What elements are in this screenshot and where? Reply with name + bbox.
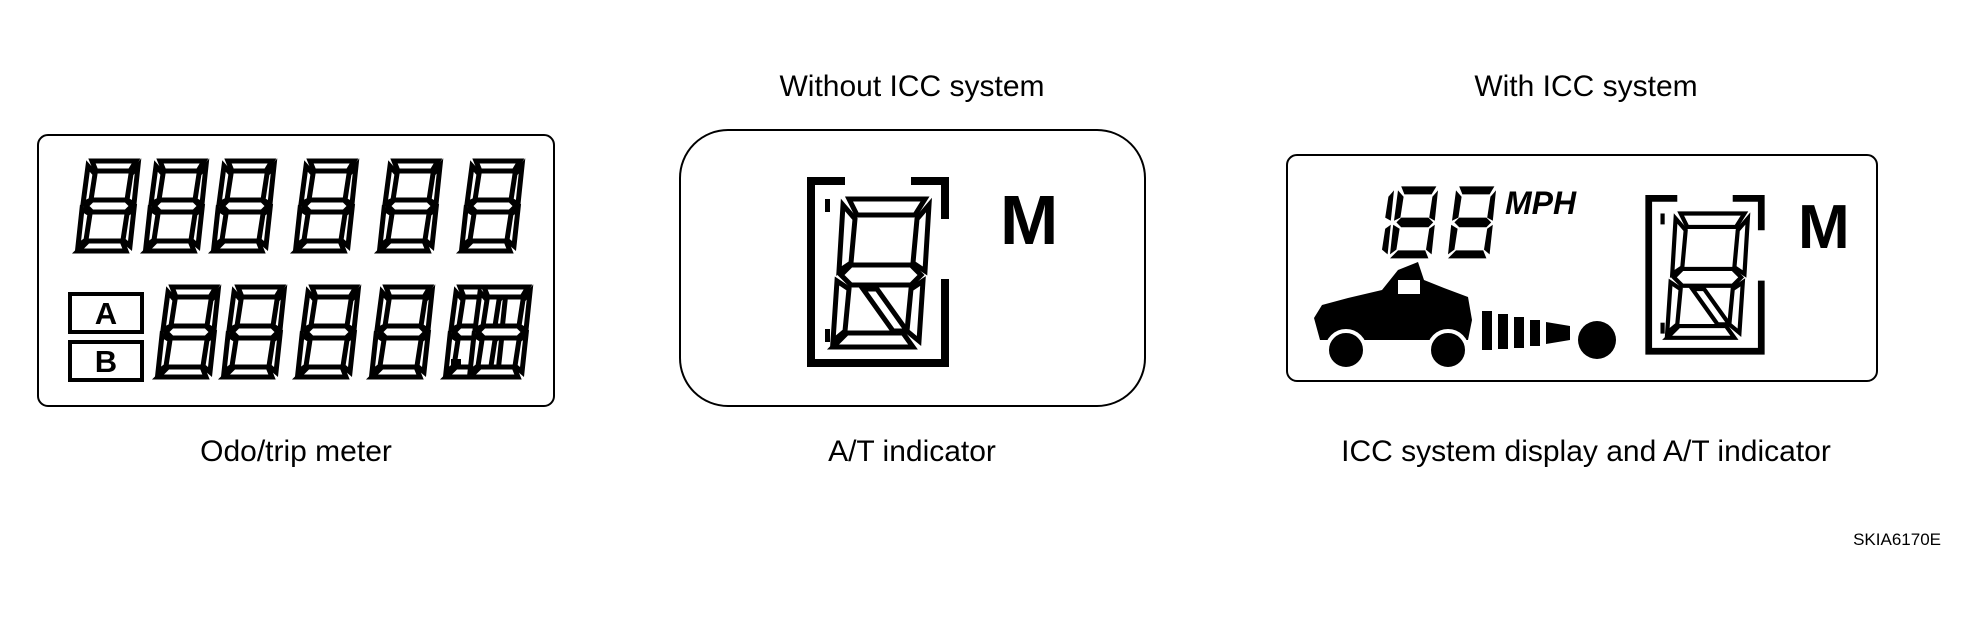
caption-odo-trip: Odo/trip meter: [200, 435, 392, 468]
header-without-icc: Without ICC system: [779, 70, 1045, 103]
trip-display: [158, 287, 530, 377]
gear-position-digit: [811, 181, 945, 363]
icc-gear-position-digit: [1649, 198, 1762, 351]
speed-digit: [1382, 190, 1394, 255]
odo-trip-meter-panel: A B: [37, 134, 555, 407]
trip-a-label: A: [95, 296, 117, 331]
trip-a-indicator: A: [68, 292, 144, 334]
trip-digit: [298, 287, 358, 377]
speed-digit: [1448, 186, 1496, 259]
following-distance-bars: [1482, 311, 1570, 350]
at-indicator-panel: M: [679, 129, 1146, 407]
caption-icc-display: ICC system display and A/T indicator: [1341, 435, 1831, 468]
icc-display-frame: [1286, 154, 1878, 382]
speed-digit: [1390, 186, 1438, 259]
trip-decimal-point: [451, 359, 461, 369]
odometer-digit: [146, 161, 206, 251]
icc-display-panel: MPH M: [1286, 154, 1878, 382]
at-indicator-frame: [679, 129, 1146, 407]
trip-b-label: B: [95, 344, 117, 379]
figure-code: SKIA6170E: [1853, 530, 1941, 549]
trip-digit: [158, 287, 218, 377]
icc-manual-mode-letter: M: [1798, 193, 1850, 262]
trip-digit: [372, 287, 432, 377]
trip-digit: [224, 287, 284, 377]
trip-b-indicator: B: [68, 340, 144, 382]
speed-unit: MPH: [1505, 185, 1577, 221]
odometer-display: [78, 161, 522, 251]
odometer-digit: [214, 161, 274, 251]
car-icon: [1314, 262, 1472, 371]
preceding-vehicle-marker: [1578, 321, 1616, 359]
odometer-digit: [296, 161, 356, 251]
odometer-digit: [380, 161, 440, 251]
caption-at-indicator: A/T indicator: [828, 435, 996, 468]
header-with-icc: With ICC system: [1474, 70, 1698, 103]
odo-trip-meter-frame: [37, 134, 555, 407]
odometer-digit: [78, 161, 138, 251]
manual-mode-letter: M: [1000, 181, 1058, 259]
speed-readout: MPH: [1382, 185, 1577, 259]
odometer-digit: [462, 161, 522, 251]
